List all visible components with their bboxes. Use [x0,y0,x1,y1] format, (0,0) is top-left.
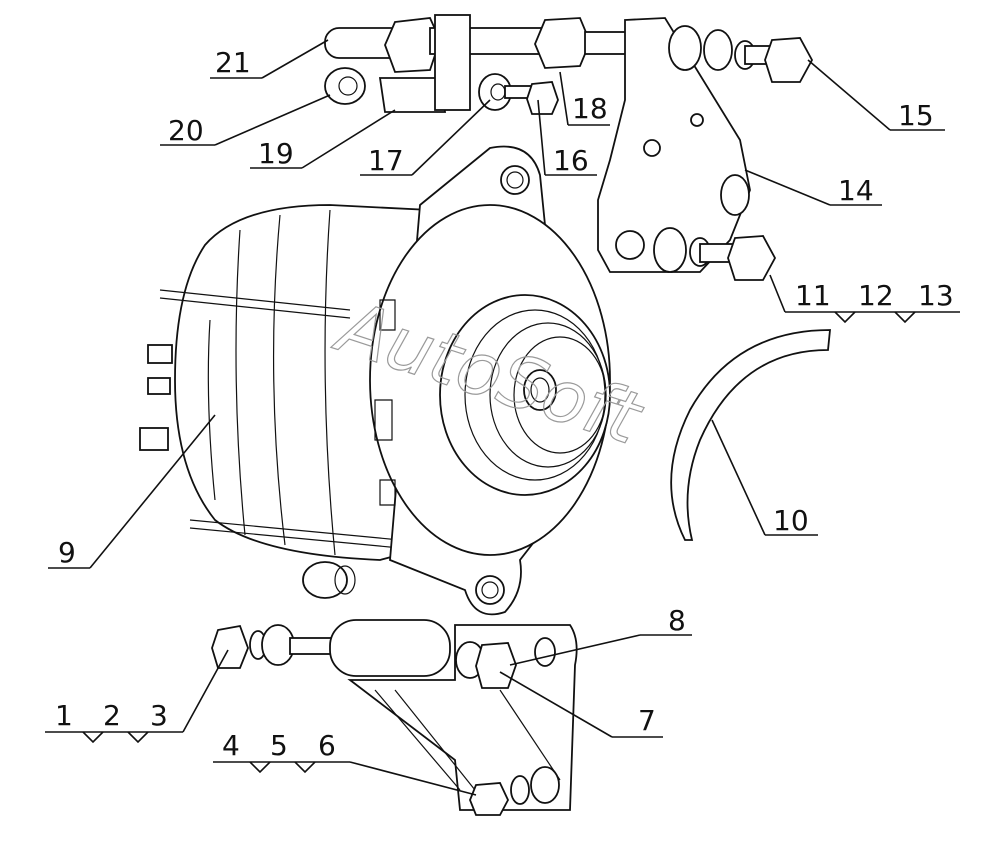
callout-7: 7 [638,704,656,737]
callout-14: 14 [838,174,874,207]
callout-13: 13 [918,279,954,312]
callout-11: 11 [795,279,831,312]
callout-16: 16 [553,144,589,177]
callout-6: 6 [318,729,336,762]
callout-4: 4 [222,729,240,762]
callout-12: 12 [858,279,894,312]
callout-19: 19 [258,137,294,170]
callout-21: 21 [215,46,251,79]
callout-20: 20 [168,114,204,147]
callout-3: 3 [150,699,168,732]
callout-5: 5 [270,729,288,762]
callout-2: 2 [103,699,121,732]
callout-1: 1 [55,699,73,732]
callout-18: 18 [572,92,608,125]
callout-17: 17 [368,144,404,177]
callout-8: 8 [668,604,686,637]
callout-9: 9 [58,536,76,569]
callout-10: 10 [773,504,809,537]
alternator [139,145,611,616]
belt-segment [670,329,831,541]
bottom-mount-assembly [211,619,578,816]
callout-15: 15 [898,99,934,132]
callout-labels: 21 20 19 17 16 18 15 14 11 12 13 10 9 8 … [55,46,954,762]
leader-lines [45,39,960,796]
top-mount-assembly [324,14,814,281]
